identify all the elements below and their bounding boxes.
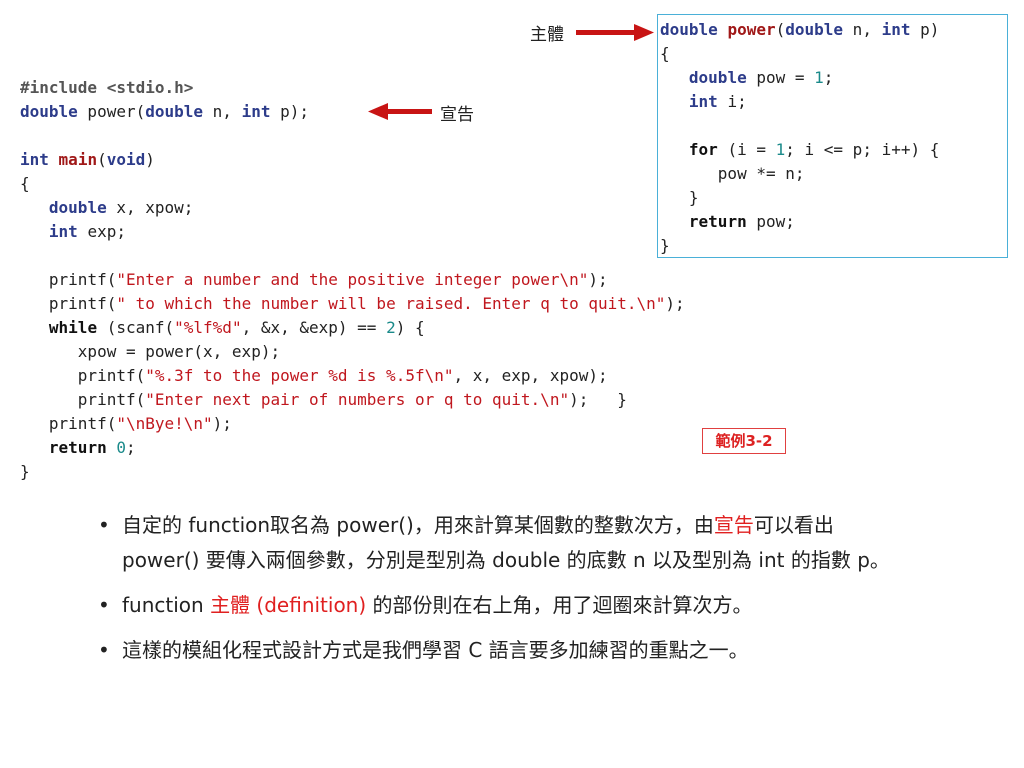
list-item: •function 主體 (definition) 的部份則在右上角，用了迴圈來…	[92, 588, 902, 623]
power-definition-box: double power(double n, int p) { double p…	[657, 14, 1008, 258]
body-arrow-icon	[576, 24, 654, 41]
example-badge: 範例3-2	[702, 428, 786, 454]
body-label: 主體	[530, 25, 564, 45]
list-item: •這樣的模組化程式設計方式是我們學習 C 語言要多加練習的重點之一。	[92, 633, 902, 668]
list-item: •自定的 function取名為 power()，用來計算某個數的整數次方，由宣…	[92, 508, 902, 578]
power-definition-code: double power(double n, int p) { double p…	[660, 20, 940, 255]
explanation-list: •自定的 function取名為 power()，用來計算某個數的整數次方，由宣…	[92, 508, 902, 678]
bullet-icon: •	[98, 513, 110, 537]
bullet-icon: •	[98, 593, 110, 617]
declaration-arrow-icon	[368, 103, 432, 120]
main-program-code: #include <stdio.h> double power(double n…	[20, 78, 685, 481]
declaration-label: 宣告	[440, 105, 474, 125]
bullet-icon: •	[98, 638, 110, 662]
